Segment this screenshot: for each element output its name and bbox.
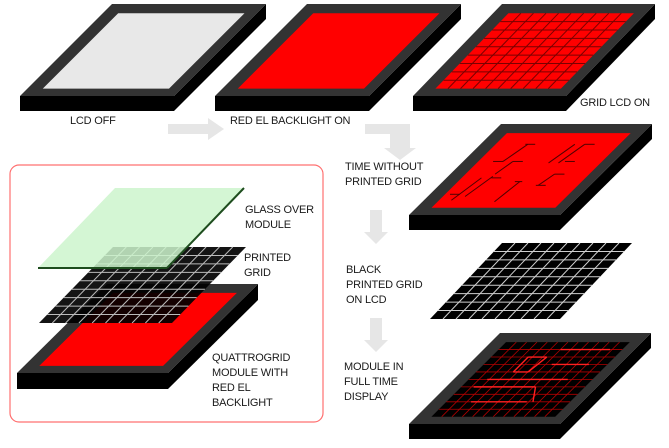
module-full-time-side-face <box>560 333 651 439</box>
module-full-time-front-face <box>409 424 560 439</box>
arrow-down-2 <box>364 318 388 352</box>
lcd-grid-col-line <box>447 12 522 89</box>
exploded-grid-col-line <box>158 246 234 324</box>
lcd-grid-col-line <box>472 12 547 89</box>
time-segment <box>502 143 529 162</box>
glass-edge-right <box>166 187 245 269</box>
exploded-grid-col-line <box>131 246 207 324</box>
arrow-right <box>168 118 224 140</box>
time-segment <box>538 173 555 186</box>
time-digit-segment <box>527 356 548 373</box>
time-segment <box>548 143 576 164</box>
module-time-no-grid-front-face <box>409 215 560 230</box>
exploded-view-frame <box>9 164 324 423</box>
module-lcd-off-side-face <box>174 4 266 111</box>
printed-grid-col-line <box>468 242 542 320</box>
lcd-grid-col-line <box>460 12 534 89</box>
printed-grid-col-line <box>520 242 594 320</box>
module-lcd-off-screen <box>42 13 245 89</box>
printed-grid-col-line <box>507 242 581 320</box>
quattrogrid-module-front-face <box>17 373 168 389</box>
module-time-no-grid-screen <box>431 133 631 208</box>
lcd-grid-col-line <box>535 12 610 89</box>
lcd-grid-col-line <box>522 12 597 89</box>
printed-grid-col-line <box>494 242 568 320</box>
printed-grid-col-line <box>481 242 555 320</box>
lcd-grid-col-line <box>510 12 585 89</box>
module-time-no-grid-side-face <box>560 124 652 230</box>
time-segment <box>558 143 586 164</box>
module-lcd-off-front-face <box>20 96 174 111</box>
module-red-backlight-side-face <box>369 4 461 111</box>
lcd-grid-col-line <box>485 12 559 89</box>
time-digit-segment <box>532 386 537 402</box>
printed-grid-col-line <box>455 242 529 320</box>
time-segment <box>451 177 482 201</box>
time-digit-segment <box>512 356 529 373</box>
label-grid-lcd-on: GRID LCD ON <box>580 97 650 109</box>
printed-grid-col-line <box>546 242 620 320</box>
time-segment <box>464 175 494 197</box>
lcd-grid-col-line <box>497 12 572 89</box>
arrow-down-1 <box>364 210 388 244</box>
quattrogrid-module-side-face <box>168 284 258 389</box>
time-segment <box>494 161 514 175</box>
arrow-down-bent <box>365 124 416 160</box>
lcd-grid-col-line <box>547 12 622 89</box>
glass-layer <box>38 188 244 268</box>
module-grid-lcd-on-front-face <box>413 96 566 111</box>
printed-grid-col-line <box>533 242 607 320</box>
exploded-grid-col-line <box>145 246 220 324</box>
label-red-backlight-on: RED EL BACKLIGHT ON <box>230 115 351 127</box>
time-segment <box>494 181 521 203</box>
module-red-backlight-screen <box>237 13 440 89</box>
module-grid-lcd-on-side-face <box>566 4 655 111</box>
label-lcd-off: LCD OFF <box>70 115 116 127</box>
printed-grid-col-line <box>442 242 516 320</box>
quattrogrid-module-screen <box>39 292 237 366</box>
exploded-grid-col-line <box>118 246 194 324</box>
module-red-backlight-front-face <box>215 96 369 111</box>
